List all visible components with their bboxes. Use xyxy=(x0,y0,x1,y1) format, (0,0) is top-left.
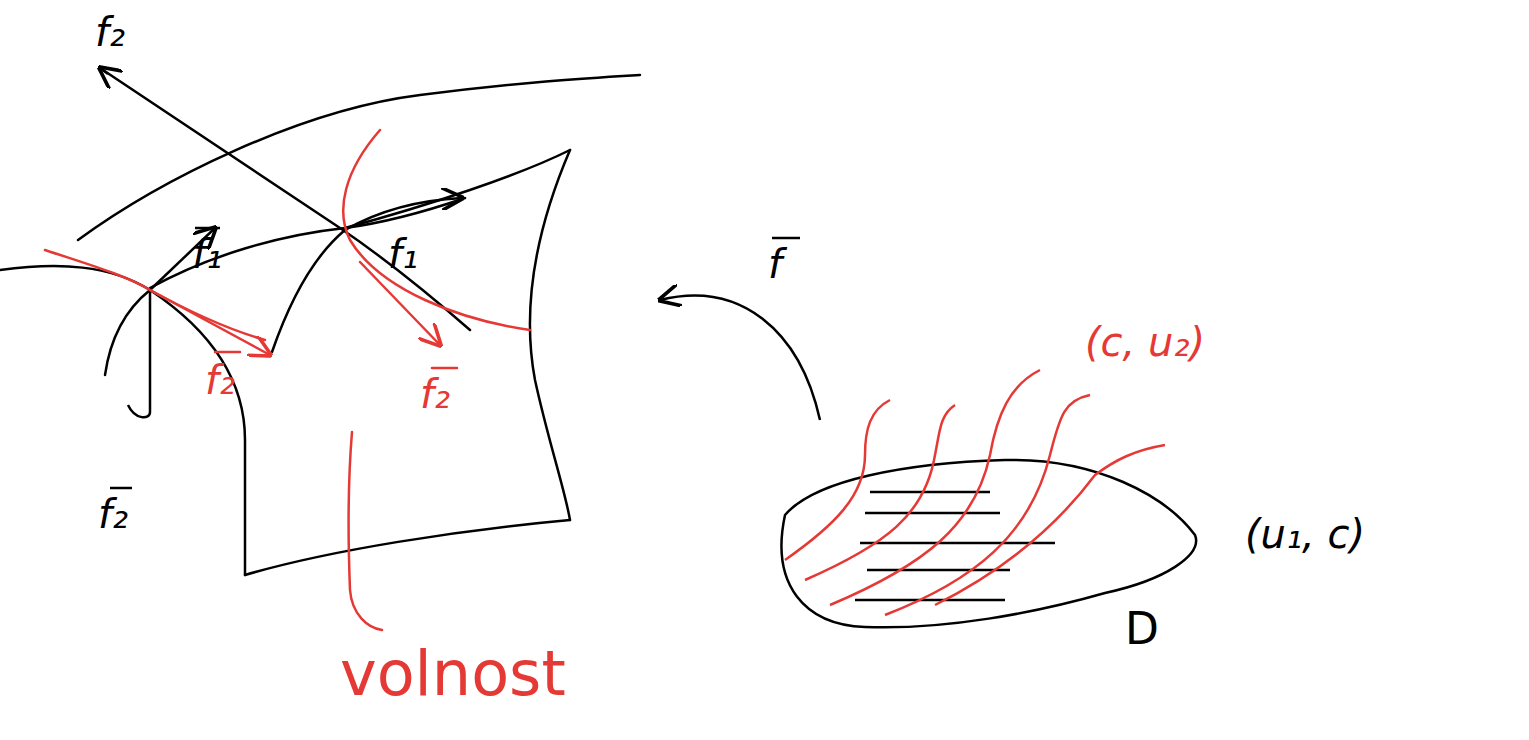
math-label: f₁ xyxy=(192,232,222,276)
math-label: f₂ xyxy=(95,10,125,54)
math-label: (u₁, c) xyxy=(1245,512,1365,556)
math-label: f xyxy=(768,242,782,286)
region-name: D xyxy=(1125,605,1159,653)
tangent-vectors xyxy=(100,68,820,488)
annotation-word: volnost xyxy=(340,640,566,708)
domain-outline xyxy=(775,455,1405,675)
domain-region: D xyxy=(775,455,1205,635)
red-coordinate-curves xyxy=(45,130,530,630)
math-label: (c, u₂) xyxy=(1085,320,1205,364)
math-label: f₂ xyxy=(98,492,128,536)
math-label: f₂ xyxy=(420,372,450,416)
surface-outline xyxy=(0,68,640,575)
math-label: f₁ xyxy=(388,232,418,276)
math-label: f₂ xyxy=(205,358,235,402)
